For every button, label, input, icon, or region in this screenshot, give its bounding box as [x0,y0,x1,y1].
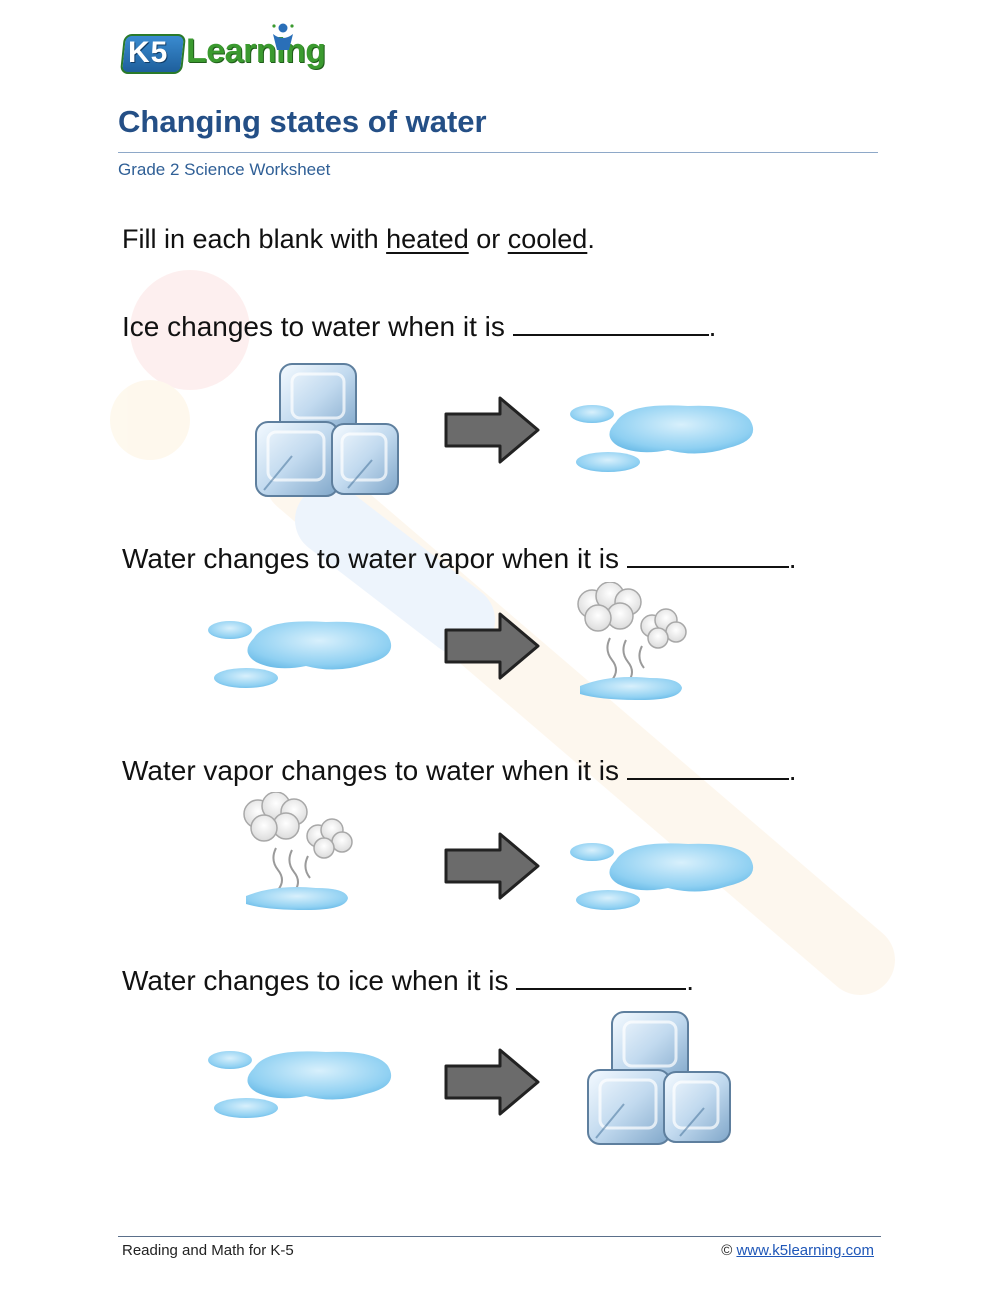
question-3-text: Water vapor changes to water when it is [122,755,627,786]
instruction-text: Fill in each blank with heated or cooled… [122,224,595,255]
footer-tagline: Reading and Math for K-5 [122,1242,294,1259]
logo-word-text: Learning [186,32,326,70]
arrow-right-icon [444,1048,540,1116]
instruction-middle: or [468,224,508,254]
footer-divider [118,1236,881,1237]
question-3-end: . [788,755,797,786]
arrow-right-icon [444,832,540,900]
question-3: Water vapor changes to water when it is … [122,752,797,787]
water-puddle-image [570,405,754,472]
question-1-text: Ice changes to water when it is [122,311,513,342]
instruction-suffix: . [587,224,595,254]
arrow-right-icon [444,396,540,464]
question-2-answer-blank[interactable] [626,540,789,568]
water-puddle-image [208,621,392,688]
page-title: Changing states of water [118,104,487,139]
question-4-answer-blank[interactable] [516,962,687,990]
question-4-end: . [686,965,695,996]
footer-copyright: © www.k5learning.com [721,1242,874,1259]
question-2-end: . [788,543,797,574]
question-2: Water changes to water vapor when it is … [122,540,797,575]
water-vapor-image [577,582,687,701]
water-puddle-image [570,843,754,910]
question-1-end: . [708,311,717,342]
ice-cubes-image [586,1010,732,1146]
footer-website-link[interactable]: www.k5learning.com [736,1242,874,1259]
option-cooled: cooled [507,224,588,254]
question-1: Ice changes to water when it is . [122,308,716,343]
copyright-symbol: © [721,1242,733,1259]
water-vapor-image [243,792,353,911]
question-3-answer-blank[interactable] [626,752,789,780]
page-subtitle: Grade 2 Science Worksheet [118,160,331,179]
water-puddle-image [208,1051,392,1118]
arrow-right-icon [444,612,540,680]
option-heated: heated [386,224,469,254]
question-2-text: Water changes to water vapor when it is [122,543,627,574]
instruction-prefix: Fill in each blank with [122,224,387,254]
logo-figure-icon [272,23,294,50]
question-1-answer-blank[interactable] [512,308,709,336]
question-4: Water changes to ice when it is . [122,962,694,997]
logo-k5-text: K5 [128,36,169,69]
ice-cubes-image [254,362,400,498]
title-divider [118,152,878,153]
k5-learning-logo[interactable]: K5 Learning [119,22,335,78]
question-4-text: Water changes to ice when it is [122,965,517,996]
